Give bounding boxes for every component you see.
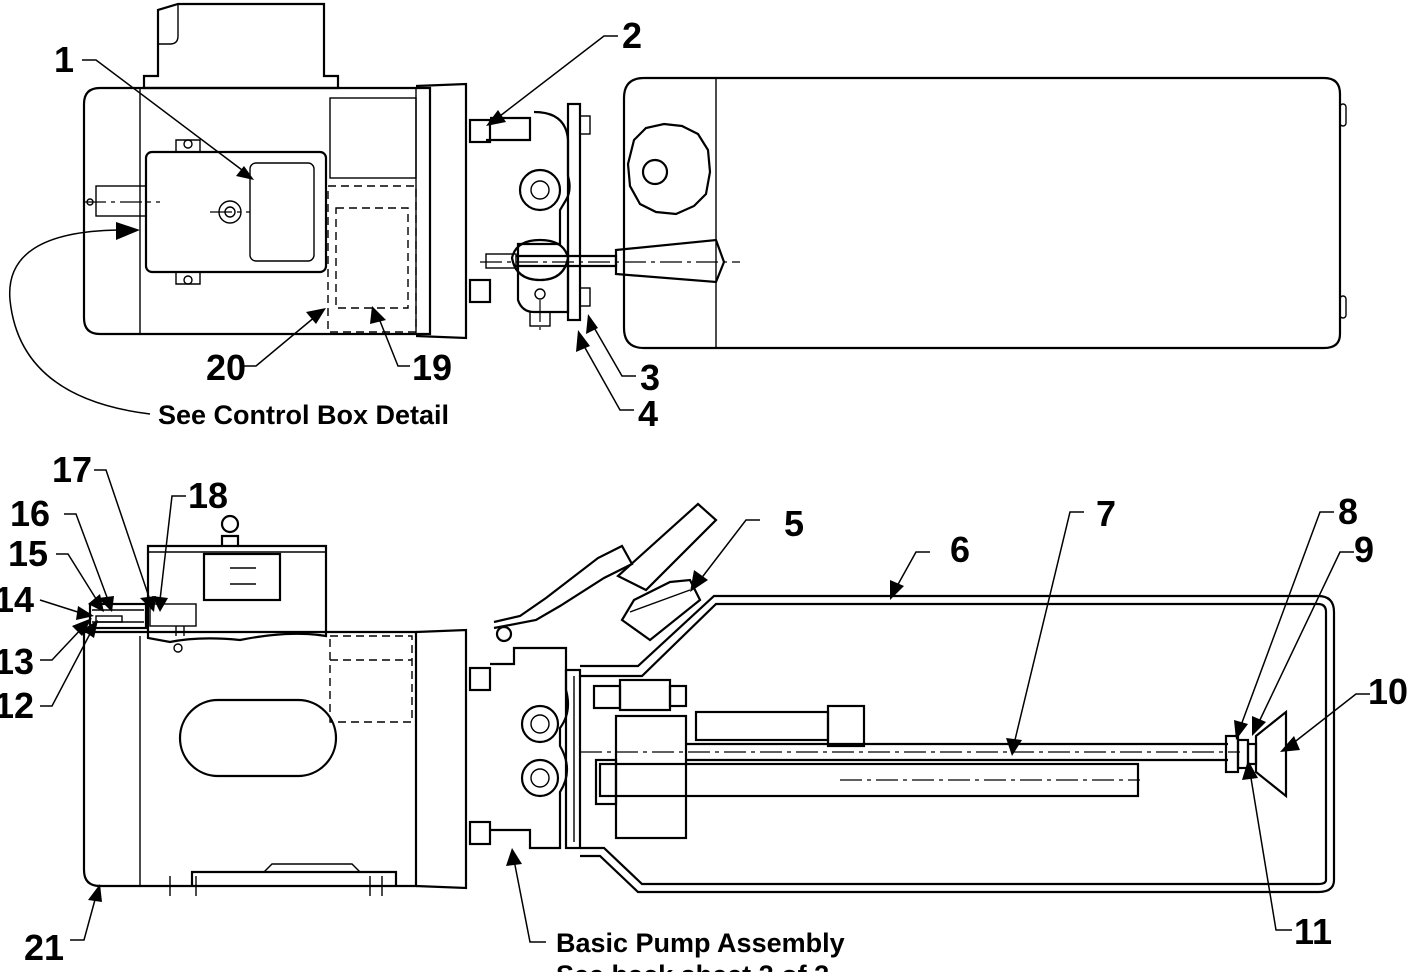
note-back-sheet: See back sheet 2 of 2 (556, 960, 829, 972)
leader-lines (9, 35, 1370, 943)
callout-12: 12 (0, 685, 34, 726)
callout-16: 16 (10, 493, 50, 534)
motor-top-plate (142, 2, 340, 90)
top-view (82, 2, 1347, 350)
callout-11: 11 (1294, 911, 1332, 952)
callout-21: 21 (24, 927, 64, 968)
pump-manifold-top (486, 110, 571, 314)
reservoir-wall-side (580, 594, 1336, 894)
motor-window (178, 698, 338, 778)
callout-19: 19 (412, 347, 452, 388)
pump-handle-side (493, 544, 634, 630)
callout-8: 8 (1338, 491, 1358, 532)
control-box-top (144, 150, 328, 274)
pump-manifold-side (490, 646, 570, 850)
callout-2: 2 (622, 15, 642, 56)
callout-9: 9 (1354, 529, 1374, 570)
pump-handle-top (614, 238, 726, 284)
callout-20: 20 (206, 347, 246, 388)
callout-5: 5 (784, 503, 804, 544)
filler-cap-top (626, 122, 712, 216)
motor-end-bell-top (415, 82, 468, 340)
callout-7: 7 (1096, 493, 1116, 534)
notes: See Control Box Detail Basic Pump Assemb… (158, 400, 845, 972)
callout-4: 4 (638, 393, 658, 434)
motor-body-side (82, 630, 418, 888)
suction-filter (1254, 709, 1288, 799)
callout-17: 17 (52, 449, 92, 490)
callout-18: 18 (188, 475, 228, 516)
motor-nameplate (329, 97, 417, 179)
callout-labels: 1 2 3 4 5 6 7 8 9 10 11 12 13 14 15 16 1… (0, 15, 1408, 968)
note-control-box-detail: See Control Box Detail (158, 400, 449, 430)
callout-10: 10 (1368, 671, 1408, 712)
callout-6: 6 (950, 529, 970, 570)
reservoir-top (622, 76, 1342, 350)
callout-14: 14 (0, 579, 34, 620)
callout-13: 13 (0, 641, 34, 682)
reservoir-flange-side (564, 668, 582, 850)
control-box-side (146, 544, 328, 644)
motor-body-top (82, 86, 432, 336)
reservoir-flange-top (566, 102, 582, 322)
filler-cap-side (620, 578, 702, 642)
note-basic-pump-assembly: Basic Pump Assembly (556, 928, 845, 958)
callout-15: 15 (8, 533, 48, 574)
side-view (82, 502, 1336, 896)
callout-1: 1 (54, 39, 74, 80)
callout-3: 3 (640, 357, 660, 398)
